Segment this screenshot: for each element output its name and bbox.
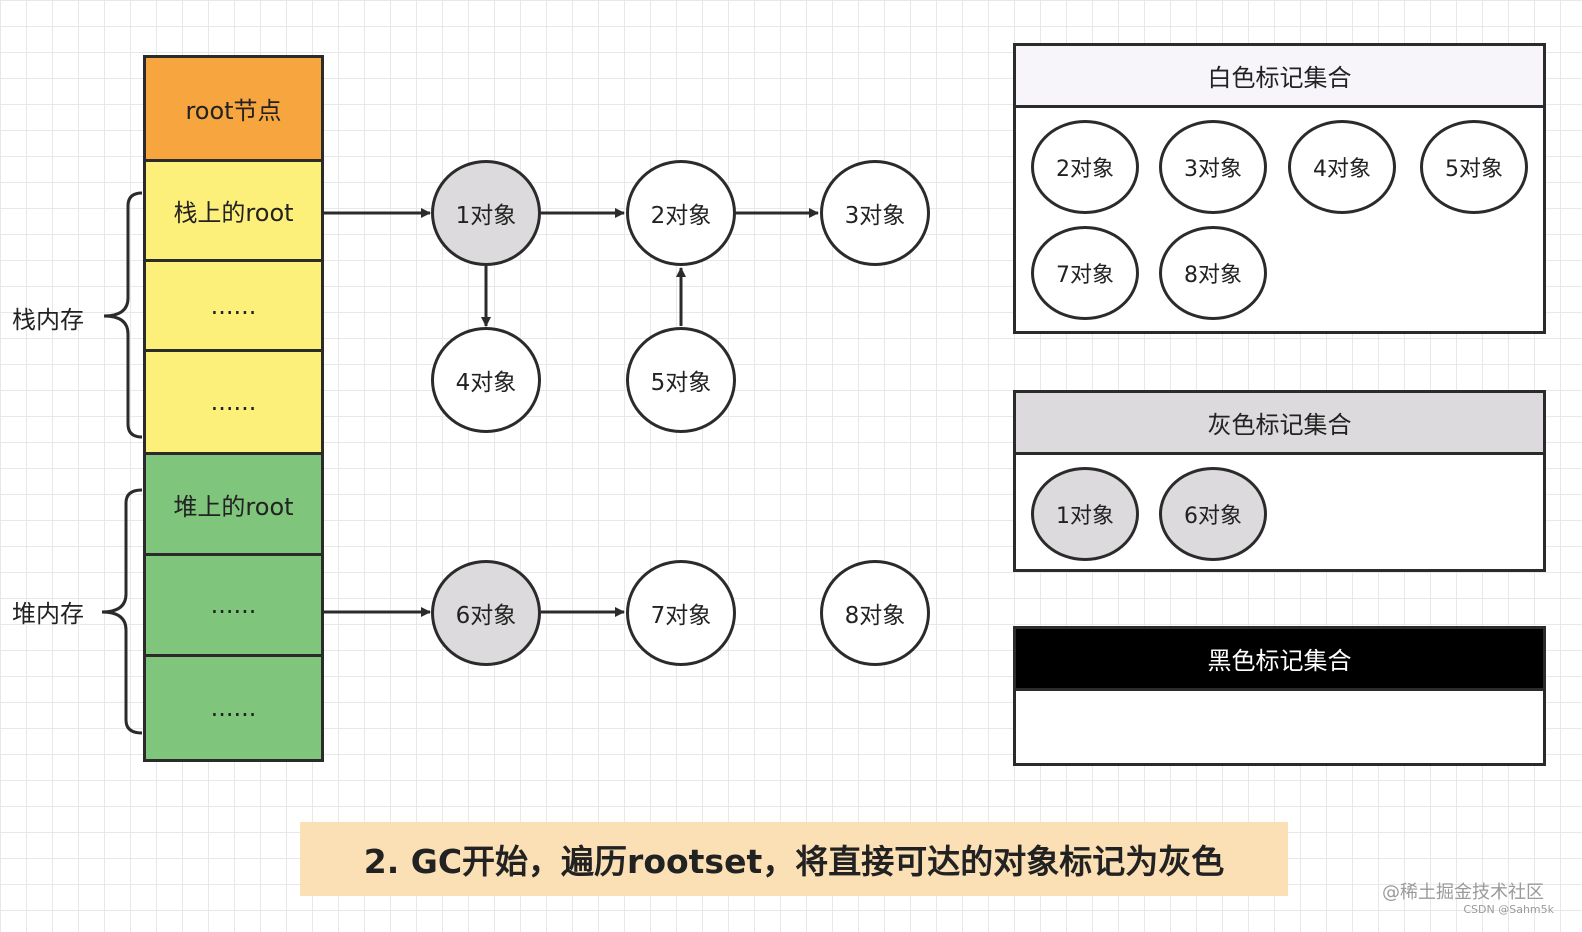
heap-root-cell: 堆上的root [143, 452, 324, 556]
object-node-4: 4对象 [431, 327, 541, 433]
heap-memory-brace [101, 488, 143, 735]
stack-memory-label: 栈内存 [12, 306, 84, 334]
grey-set-panel: 灰色标记集合 1对象 6对象 [1013, 390, 1546, 572]
object-node-7: 7对象 [626, 560, 736, 666]
heap-ellipsis-cell: ...... [143, 654, 324, 762]
watermark-primary: @稀土掘金技术社区 [1382, 882, 1544, 903]
white-set-title: 白色标记集合 [1016, 46, 1543, 108]
grey-set-item: 6对象 [1159, 467, 1267, 561]
stack-ellipsis-cell: ...... [143, 259, 324, 352]
white-set-item: 7对象 [1031, 226, 1139, 320]
memory-column: root节点 栈上的root ...... ...... 堆上的root ...… [143, 55, 324, 762]
grey-set-title: 灰色标记集合 [1016, 393, 1543, 455]
object-node-8: 8对象 [820, 560, 930, 666]
black-set-panel: 黑色标记集合 [1013, 626, 1546, 766]
step-caption: 2. GC开始，遍历rootset，将直接可达的对象标记为灰色 [300, 822, 1288, 896]
white-set-item: 8对象 [1159, 226, 1267, 320]
white-set-item: 2对象 [1031, 120, 1139, 214]
object-node-3: 3对象 [820, 160, 930, 266]
object-node-5: 5对象 [626, 327, 736, 433]
heap-ellipsis-cell: ...... [143, 553, 324, 657]
object-node-1: 1对象 [431, 160, 541, 266]
white-set-panel: 白色标记集合 2对象 3对象 4对象 5对象 7对象 8对象 [1013, 43, 1546, 334]
object-node-2: 2对象 [626, 160, 736, 266]
root-node-cell: root节点 [143, 55, 324, 162]
white-set-item: 5对象 [1420, 120, 1528, 214]
white-set-item: 4对象 [1288, 120, 1396, 214]
object-node-6: 6对象 [431, 560, 541, 666]
watermark-secondary: CSDN @Sahm5k [1463, 903, 1554, 916]
grey-set-item: 1对象 [1031, 467, 1139, 561]
black-set-title: 黑色标记集合 [1016, 629, 1543, 691]
white-set-item: 3对象 [1159, 120, 1267, 214]
stack-ellipsis-cell: ...... [143, 349, 324, 455]
stack-memory-brace [103, 191, 143, 439]
heap-memory-label: 堆内存 [12, 600, 84, 628]
